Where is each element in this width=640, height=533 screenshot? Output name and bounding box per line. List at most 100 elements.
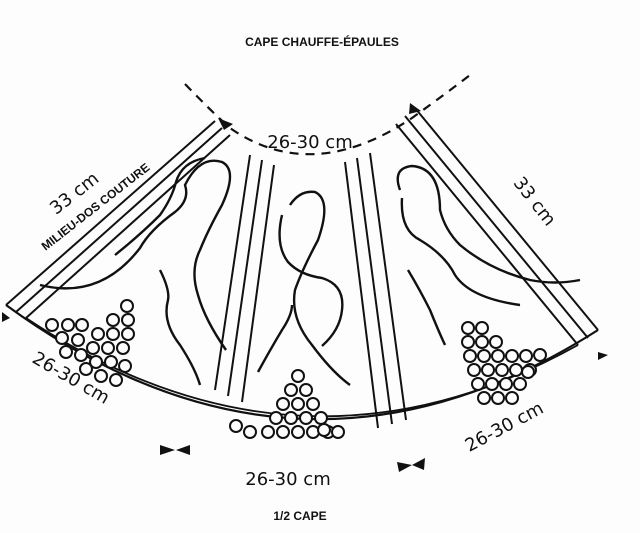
arrow-neck-right (409, 103, 421, 114)
right-edge-inner-1 (404, 115, 589, 339)
arrow-bottom-right (397, 462, 412, 472)
left-edge-inner-2 (25, 134, 231, 319)
bobble (505, 349, 519, 363)
bobble (61, 318, 75, 332)
arrow-bottom-left-2 (176, 445, 190, 455)
diagram-title: CAPE CHAUFFE-ÉPAULES (245, 34, 399, 49)
cable-left (39, 159, 232, 351)
bobble (475, 321, 489, 335)
bobble (477, 349, 491, 363)
bobble (471, 377, 485, 391)
cable-center-3 (256, 304, 294, 373)
bobble (477, 391, 491, 405)
bobble (106, 313, 120, 327)
bobble (79, 362, 93, 376)
bobble (317, 423, 331, 437)
bobble (89, 355, 103, 369)
bobble (71, 333, 85, 347)
bobble (276, 397, 290, 411)
bobble (75, 318, 89, 332)
diagram-caption: 1/2 CAPE (273, 509, 326, 523)
bobble-cluster-left (45, 299, 135, 387)
bobble (120, 299, 134, 313)
bobble (291, 425, 305, 439)
left-edge-outer (5, 120, 216, 306)
arrow-neck-left (218, 118, 233, 130)
rib-line-l2 (227, 159, 263, 397)
bobble (299, 383, 313, 397)
bobble (481, 363, 495, 377)
bobble (284, 411, 298, 425)
bobble (109, 373, 123, 387)
bobble (475, 335, 489, 349)
bobble (74, 348, 88, 362)
bottom-right-measure-label: 26-30 cm (462, 398, 547, 457)
bobble (276, 425, 290, 439)
rib-line-r1 (344, 161, 379, 429)
bobble (269, 411, 283, 425)
bobble (467, 363, 481, 377)
bobble (45, 318, 59, 332)
bobble (499, 377, 513, 391)
bobble (116, 341, 130, 355)
bobble (509, 363, 523, 377)
bobble (101, 341, 115, 355)
bobble (291, 397, 305, 411)
bobble (243, 425, 257, 439)
bobble (284, 383, 298, 397)
bobble (121, 313, 135, 327)
bottom-center-measure-label: 26-30 cm (245, 469, 330, 490)
bobble (314, 411, 328, 425)
bobble (91, 327, 105, 341)
cable-left-2 (114, 156, 206, 256)
arrow-bottom-right-2 (412, 458, 425, 470)
bobble (299, 411, 313, 425)
arrow-right-edge (598, 352, 608, 360)
rib-line-l3 (241, 164, 275, 403)
arrow-bottom-left (160, 445, 175, 455)
rib-line-r3 (369, 152, 407, 421)
bobble (121, 327, 135, 341)
bobble (306, 425, 320, 439)
bobble (505, 391, 519, 405)
neck-measure-label: 26-30 cm (267, 132, 352, 153)
bobble (519, 349, 533, 363)
bobble (94, 369, 108, 383)
bobble (491, 349, 505, 363)
bobble (55, 331, 69, 345)
bobble (118, 359, 132, 373)
bobble (495, 363, 509, 377)
bobble (461, 321, 475, 335)
cable-right (396, 164, 581, 284)
bobble (463, 349, 477, 363)
bobble (261, 425, 275, 439)
bobble (306, 397, 320, 411)
cable-right-3 (406, 269, 447, 346)
bobble (291, 369, 305, 383)
rib-line-r2 (356, 157, 393, 425)
right-edge-outer (414, 107, 599, 331)
bobble (106, 327, 120, 341)
cable-center-2 (278, 214, 344, 347)
cable-left-3 (158, 269, 202, 386)
bobble (533, 348, 547, 362)
neck-dashed-edge (184, 74, 471, 156)
cable-center (289, 190, 351, 386)
bobble-cluster-center (229, 369, 345, 439)
cable-right-2 (400, 197, 521, 307)
rib-line-l1 (214, 154, 251, 391)
right-edge-measure-label: 33 cm (509, 173, 560, 230)
bobble (331, 425, 345, 439)
bobble (489, 335, 503, 349)
left-edge-inner-1 (15, 127, 223, 313)
bobble (59, 345, 73, 359)
bobble (521, 365, 535, 379)
bobble (104, 355, 118, 369)
bobble (461, 335, 475, 349)
right-edge-inner-2 (395, 123, 579, 346)
bobble (229, 419, 243, 433)
bobble (485, 377, 499, 391)
bobble (86, 341, 100, 355)
